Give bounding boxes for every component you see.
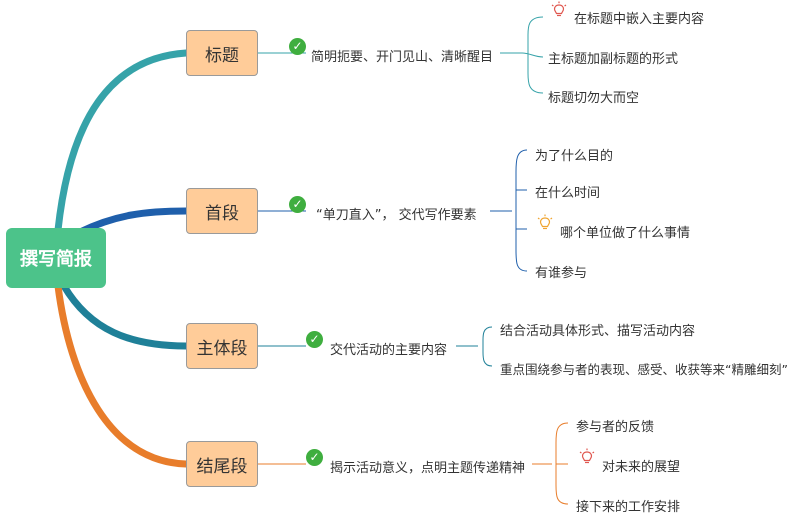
leaf-body-2[interactable]: 重点围绕参与者的表现、感受、收获等来“精雕细刻” — [500, 362, 788, 377]
branch-ending[interactable]: 结尾段 — [186, 441, 258, 487]
connector-body-bracket — [482, 326, 493, 367]
connector-first-bracket — [515, 149, 528, 272]
root-node[interactable]: 撰写简报 — [6, 228, 106, 288]
leaf-first-2[interactable]: 在什么时间 — [535, 186, 601, 201]
branch-first-summary[interactable]: “单刀直入”， 交代写作要素 — [316, 208, 477, 223]
branch-body-summary[interactable]: 交代活动的主要内容 — [330, 343, 448, 358]
lightbulb-icon — [579, 448, 595, 464]
leaf-first-1[interactable]: 为了什么目的 — [535, 149, 614, 164]
connector-title-leaf2 — [521, 52, 544, 58]
branch-title-summary[interactable]: 简明扼要、开门见山、清晰醒目 — [311, 50, 494, 65]
connector-root-first — [76, 207, 190, 236]
branch-first-paragraph[interactable]: 首段 — [186, 188, 258, 234]
check-circle-icon: ✓ — [289, 38, 306, 55]
leaf-first-3[interactable]: 哪个单位做了什么事情 — [560, 226, 691, 241]
leaf-ending-2[interactable]: 对未来的展望 — [602, 460, 681, 475]
connector-root-end — [54, 282, 190, 468]
branch-ending-summary[interactable]: 揭示活动意义，点明主题传递精神 — [330, 461, 526, 476]
connector-title-bracket — [527, 16, 544, 94]
branch-title[interactable]: 标题 — [186, 30, 258, 76]
leaf-title-1[interactable]: 在标题中嵌入主要内容 — [574, 12, 705, 27]
lightbulb-icon — [551, 1, 567, 17]
connector-root-title — [54, 49, 190, 234]
leaf-ending-1[interactable]: 参与者的反馈 — [576, 420, 655, 435]
lightbulb-icon — [537, 214, 553, 230]
leaf-ending-3[interactable]: 接下来的工作安排 — [576, 500, 681, 515]
leaf-first-4[interactable]: 有谁参与 — [535, 266, 588, 281]
branch-body[interactable]: 主体段 — [186, 323, 258, 369]
check-circle-icon: ✓ — [306, 331, 323, 348]
check-circle-icon: ✓ — [289, 196, 306, 213]
check-circle-icon: ✓ — [306, 449, 323, 466]
leaf-body-1[interactable]: 结合活动具体形式、描写活动内容 — [500, 324, 696, 339]
connector-root-body — [60, 282, 190, 350]
leaf-title-2[interactable]: 主标题加副标题的形式 — [548, 52, 679, 67]
leaf-title-3[interactable]: 标题切勿大而空 — [548, 91, 640, 106]
